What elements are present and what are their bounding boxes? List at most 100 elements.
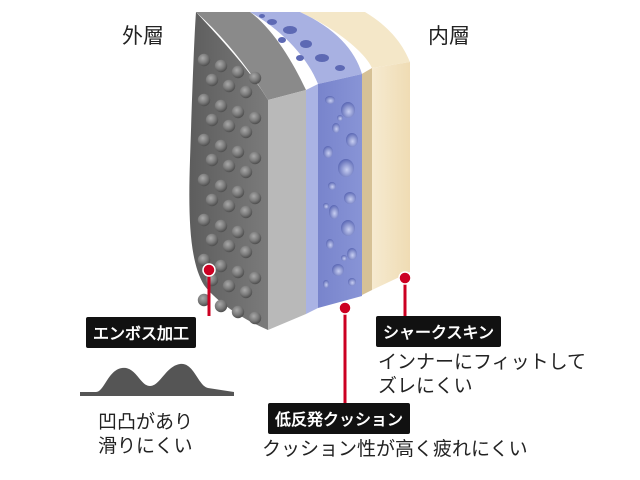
cushion-top-hole xyxy=(300,40,312,48)
emboss-leader-dot xyxy=(202,263,216,277)
emboss-bump xyxy=(231,225,245,239)
emboss-bump xyxy=(239,285,253,299)
shark-desc-line-1: インナーにフィットして xyxy=(378,351,587,373)
emboss-bump xyxy=(214,219,228,233)
emboss-bump xyxy=(197,213,211,227)
outer-layer xyxy=(189,12,306,330)
cushion-top-hole xyxy=(267,19,277,25)
cushion-hole xyxy=(341,255,347,261)
cushion-hole xyxy=(326,239,334,249)
cushion-hole xyxy=(348,278,356,286)
emboss-bump xyxy=(231,185,245,199)
emboss-bump xyxy=(197,253,211,267)
emboss-bump xyxy=(214,59,228,73)
cushion-hole xyxy=(323,146,333,158)
emboss-bump xyxy=(231,265,245,279)
emboss-bump xyxy=(197,173,211,187)
cushion-face-holes xyxy=(323,96,358,288)
emboss-bump xyxy=(248,71,262,85)
emboss-bump xyxy=(231,105,245,119)
emboss-tag: エンボス加工 xyxy=(86,317,197,348)
cushion-hole xyxy=(328,182,336,190)
cushion-layer xyxy=(250,12,362,314)
emboss-bump xyxy=(222,279,236,293)
shark-desc-line-2: ズレにくい xyxy=(378,375,473,397)
shark-leader-dot xyxy=(398,271,412,285)
emboss-bump xyxy=(197,93,211,107)
cushion-leader-dot xyxy=(338,301,352,315)
cushion-hole xyxy=(337,115,343,121)
cushion-top-hole xyxy=(278,37,286,43)
emboss-bump xyxy=(231,305,245,319)
emboss-bump xyxy=(214,179,228,193)
emboss-bump xyxy=(222,119,236,133)
emboss-bump xyxy=(248,311,262,325)
emboss-bump xyxy=(205,233,219,247)
emboss-bump xyxy=(197,133,211,147)
emboss-bump xyxy=(248,191,262,205)
emboss-bump xyxy=(205,113,219,127)
emboss-bump xyxy=(222,199,236,213)
cushion-hole xyxy=(341,102,355,118)
cushion-hole xyxy=(347,248,357,260)
emboss-bump xyxy=(248,111,262,125)
cushion-hole xyxy=(338,159,354,177)
emboss-bump xyxy=(214,299,228,313)
cushion-hole xyxy=(332,264,344,276)
cushion-hole xyxy=(323,280,329,288)
leader-lines xyxy=(202,263,412,404)
inner-layer-face xyxy=(372,62,410,290)
cushion-top-hole xyxy=(259,14,265,18)
emboss-bump xyxy=(205,153,219,167)
emboss-bump xyxy=(239,85,253,99)
emboss-bump xyxy=(205,73,219,87)
emboss-bump xyxy=(222,239,236,253)
cushion-hole xyxy=(332,123,340,133)
emboss-bump xyxy=(197,293,211,307)
outer-layer-top xyxy=(196,12,306,100)
emboss-desc-line-1: 凹凸があり xyxy=(98,411,194,433)
cushion-hole xyxy=(344,192,356,204)
cushion-layer-edge xyxy=(306,84,318,314)
emboss-bump xyxy=(205,193,219,207)
emboss-wave-icon xyxy=(80,363,234,396)
cushion-desc-line-1: クッション性が高く疲れにくい xyxy=(262,438,528,460)
cushion-hole xyxy=(329,205,339,219)
cushion-tag: 低反発クッション xyxy=(268,403,411,434)
emboss-bumps xyxy=(197,53,262,325)
cushion-hole xyxy=(325,96,335,104)
emboss-bump xyxy=(222,159,236,173)
inner-layer-top xyxy=(300,12,410,68)
emboss-bump xyxy=(248,271,262,285)
emboss-bump xyxy=(239,165,253,179)
cushion-top-holes xyxy=(259,14,345,71)
cushion-top-hole xyxy=(283,26,297,34)
inner-layer-title: 内層 xyxy=(428,24,470,48)
cushion-top-hole xyxy=(335,65,345,71)
cushion-top-hole xyxy=(296,55,304,61)
emboss-bump xyxy=(214,99,228,113)
emboss-bump xyxy=(239,245,253,259)
inner-layer-edge xyxy=(360,68,372,296)
inner-layer xyxy=(300,12,410,296)
emboss-bump xyxy=(248,231,262,245)
emboss-bump xyxy=(239,205,253,219)
outer-layer-title: 外層 xyxy=(122,24,164,48)
shark-tag: シャークスキン xyxy=(376,316,502,347)
cushion-hole xyxy=(323,203,329,209)
cushion-hole xyxy=(346,133,358,147)
outer-layer-edge xyxy=(268,90,306,330)
emboss-bump xyxy=(197,53,211,67)
emboss-bump xyxy=(214,139,228,153)
emboss-bump xyxy=(231,65,245,79)
emboss-bump xyxy=(222,79,236,93)
cushion-top-hole xyxy=(315,54,329,62)
emboss-bump xyxy=(231,145,245,159)
emboss-bump xyxy=(239,125,253,139)
emboss-bump xyxy=(248,151,262,165)
emboss-desc-line-2: 滑りにくい xyxy=(98,435,193,457)
emboss-bump xyxy=(214,259,228,273)
cushion-hole xyxy=(341,220,355,236)
